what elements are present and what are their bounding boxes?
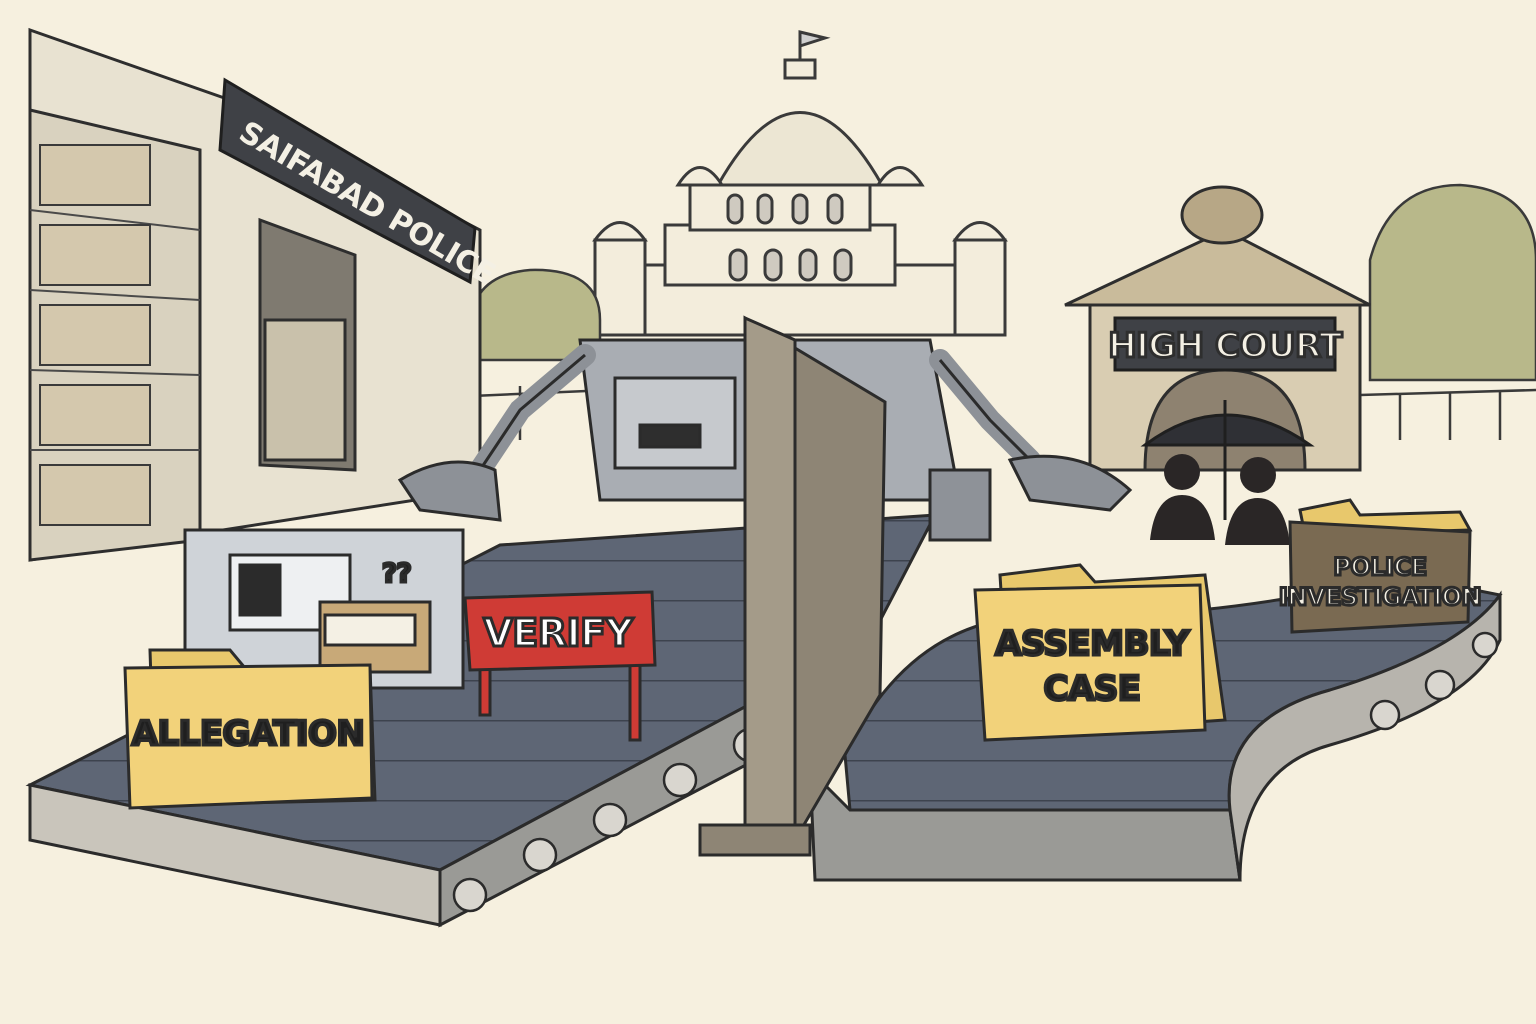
verify-barrier: VERIFY [463, 590, 657, 742]
assembly-case-folder: ASSEMBLY CASE [973, 563, 1227, 742]
high-court-building: HIGH COURT [1064, 185, 1371, 472]
allegation-folder: ALLEGATION [123, 648, 377, 810]
divider-wall [698, 315, 887, 857]
allegation-folder-label: ALLEGATION [132, 714, 365, 754]
high-court-sign-label: HIGH COURT [1108, 326, 1343, 366]
umbrella-people [1140, 400, 1315, 545]
verify-barrier-label: VERIFY [483, 611, 633, 655]
assembly-building [592, 30, 1008, 337]
police-investigation-folder: POLICE INVESTIGATION [1277, 498, 1483, 634]
assembly-case-label-line1: ASSEMBLY [995, 624, 1190, 664]
police-investigation-label-line2: INVESTIGATION [1279, 583, 1481, 611]
police-station-building [28, 27, 482, 562]
machine-question-marks: ?? [382, 559, 411, 589]
police-investigation-label-line1: POLICE [1333, 553, 1426, 581]
assembly-case-label-line2: CASE [1044, 669, 1141, 709]
background-trees [468, 183, 1536, 382]
